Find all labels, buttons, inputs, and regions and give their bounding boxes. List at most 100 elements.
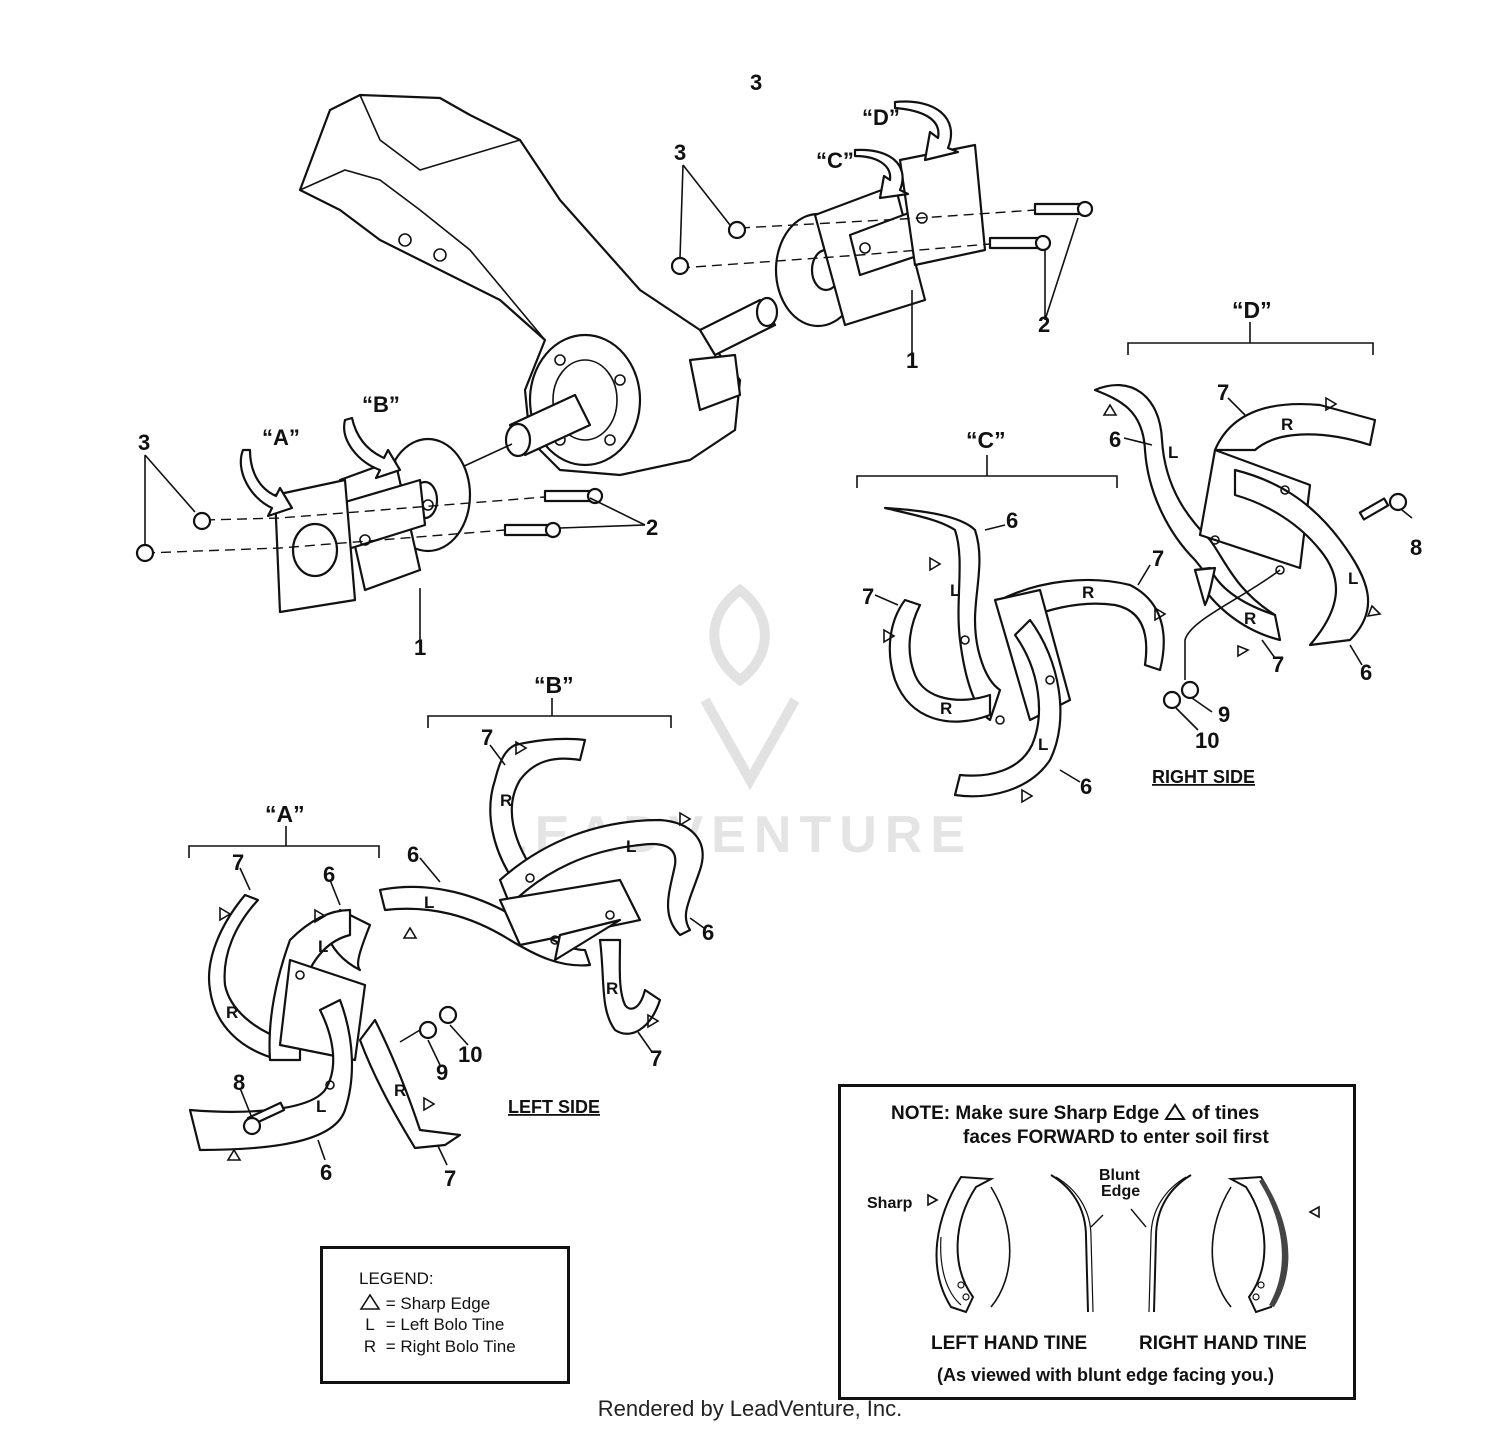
label-3-right: 3 [674,140,686,165]
tine-code-l: L [318,937,328,956]
label-top-3: 3 [750,70,762,95]
label-1-right: 1 [906,348,918,373]
note-line-1-text: NOTE: Make sure Sharp Edge [891,1103,1160,1124]
bracket-d [1127,322,1374,355]
group-c-label: “C” [966,427,1006,453]
tine-orientation-illustration [927,1174,1320,1314]
part-number-7: 7 [1217,380,1229,405]
left-hub-assembly [273,437,472,614]
part-number-7: 7 [1152,546,1164,571]
tine-code-r: R [394,1081,406,1100]
rotation-arrow-a [239,448,294,518]
part-number-8: 8 [233,1070,245,1095]
footer-credit: Rendered by LeadVenture, Inc. [597,1396,903,1421]
left-side-label: LEFT SIDE [508,1097,600,1117]
part-number-6: 6 [407,842,419,867]
hardware-left [135,487,604,563]
legend-left-text: = Left Bolo Tine [385,1315,505,1334]
part-number-6: 6 [320,1160,332,1185]
tine-code-r: R [606,979,618,998]
tine-code-l: L [424,893,434,912]
bracket-c [856,455,1118,488]
right-hub-assembly [774,143,987,328]
triangle-icon [359,1293,381,1310]
legend-right-text: = Right Bolo Tine [385,1337,516,1356]
label-a-top: “A” [262,425,300,450]
part-number-6: 6 [1109,427,1121,452]
edge-label: Edge [1101,1183,1141,1200]
bracket-a [188,826,380,858]
bracket-b [427,698,672,728]
note-line-1: NOTE: Make sure Sharp Edge of tines [891,1103,1259,1125]
tine-code-l: L [316,1097,326,1116]
tine-set-a [188,893,462,1152]
part-number-6: 6 [1006,508,1018,533]
part-number-10: 10 [1195,728,1219,753]
tine-set-b [378,737,704,1035]
tine-code-l: L [1038,735,1048,754]
part-number-6: 6 [323,862,335,887]
group-b-label: “B” [534,672,574,698]
legend-left-row: L = Left Bolo Tine [359,1315,504,1335]
tine-code-l: L [1348,569,1358,588]
left-hand-tine-caption: LEFT HAND TINE [931,1333,1088,1354]
viewing-note: (As viewed with blunt edge facing you.) [937,1365,1275,1385]
legend-sharp-row: = Sharp Edge [359,1293,490,1314]
group-d-label: “D” [1232,297,1272,323]
note-line-2: faces FORWARD to enter soil first [963,1127,1269,1148]
note-line-1b-text: of tines [1191,1103,1260,1124]
part-number-6: 6 [1080,774,1092,799]
left-output-shaft [459,393,592,469]
leader-lines-top [144,164,1079,645]
label-c-top: “C” [816,148,854,173]
part-number-6: 6 [702,920,714,945]
part-number-10: 10 [458,1042,482,1067]
tine-code-r: R [500,791,512,810]
tine-code-l: L [950,581,960,600]
sharp-label: Sharp [867,1195,913,1212]
tine-code-r: R [1082,583,1094,602]
label-2-left: 2 [646,515,658,540]
right-output-shaft [698,296,779,357]
right-side-label: RIGHT SIDE [1152,767,1255,787]
rotation-arrow-c [853,148,910,200]
tine-set-d [1093,384,1408,710]
part-number-7: 7 [481,725,493,750]
part-number-7: 7 [862,584,874,609]
note-box: NOTE: Make sure Sharp Edge of tines face… [838,1084,1356,1400]
tine-code-l: L [1168,443,1178,462]
triangle-icon [1164,1103,1187,1120]
part-number-7: 7 [444,1166,456,1191]
part-number-8: 8 [1410,535,1422,560]
legend-right-row: R = Right Bolo Tine [359,1337,516,1357]
rotation-arrow-d [893,100,960,162]
right-hand-tine-caption: RIGHT HAND TINE [1139,1333,1307,1354]
legend-right-code: R [363,1337,377,1356]
tine-code-r: R [1244,609,1256,628]
label-1-left: 1 [414,635,426,660]
watermark-logo [700,583,800,791]
label-3-left: 3 [138,430,150,455]
leader-lines-tines [239,397,1413,1166]
tine-set-c [883,506,1165,798]
rotation-arrow-b [343,416,402,480]
tine-code-r: R [1281,415,1293,434]
label-d-top: “D” [862,105,900,130]
legend-title: LEGEND: [359,1269,434,1288]
group-a-label: “A” [265,801,305,827]
part-number-7: 7 [650,1046,662,1071]
label-2-right: 2 [1038,312,1050,337]
part-number-7: 7 [232,850,244,875]
tine-code-l: L [626,837,636,856]
part-number-6: 6 [1360,660,1372,685]
legend-left-code: L [365,1315,375,1334]
legend-box: LEGEND: = Sharp Edge L = Left Bolo Tine … [320,1246,570,1384]
blunt-label: Blunt [1099,1167,1140,1184]
part-number-7: 7 [1272,652,1284,677]
label-b-top: “B” [362,392,400,417]
hardware-right [670,200,1094,276]
part-number-9: 9 [436,1060,448,1085]
sharp-edge-markers [219,396,1382,1161]
